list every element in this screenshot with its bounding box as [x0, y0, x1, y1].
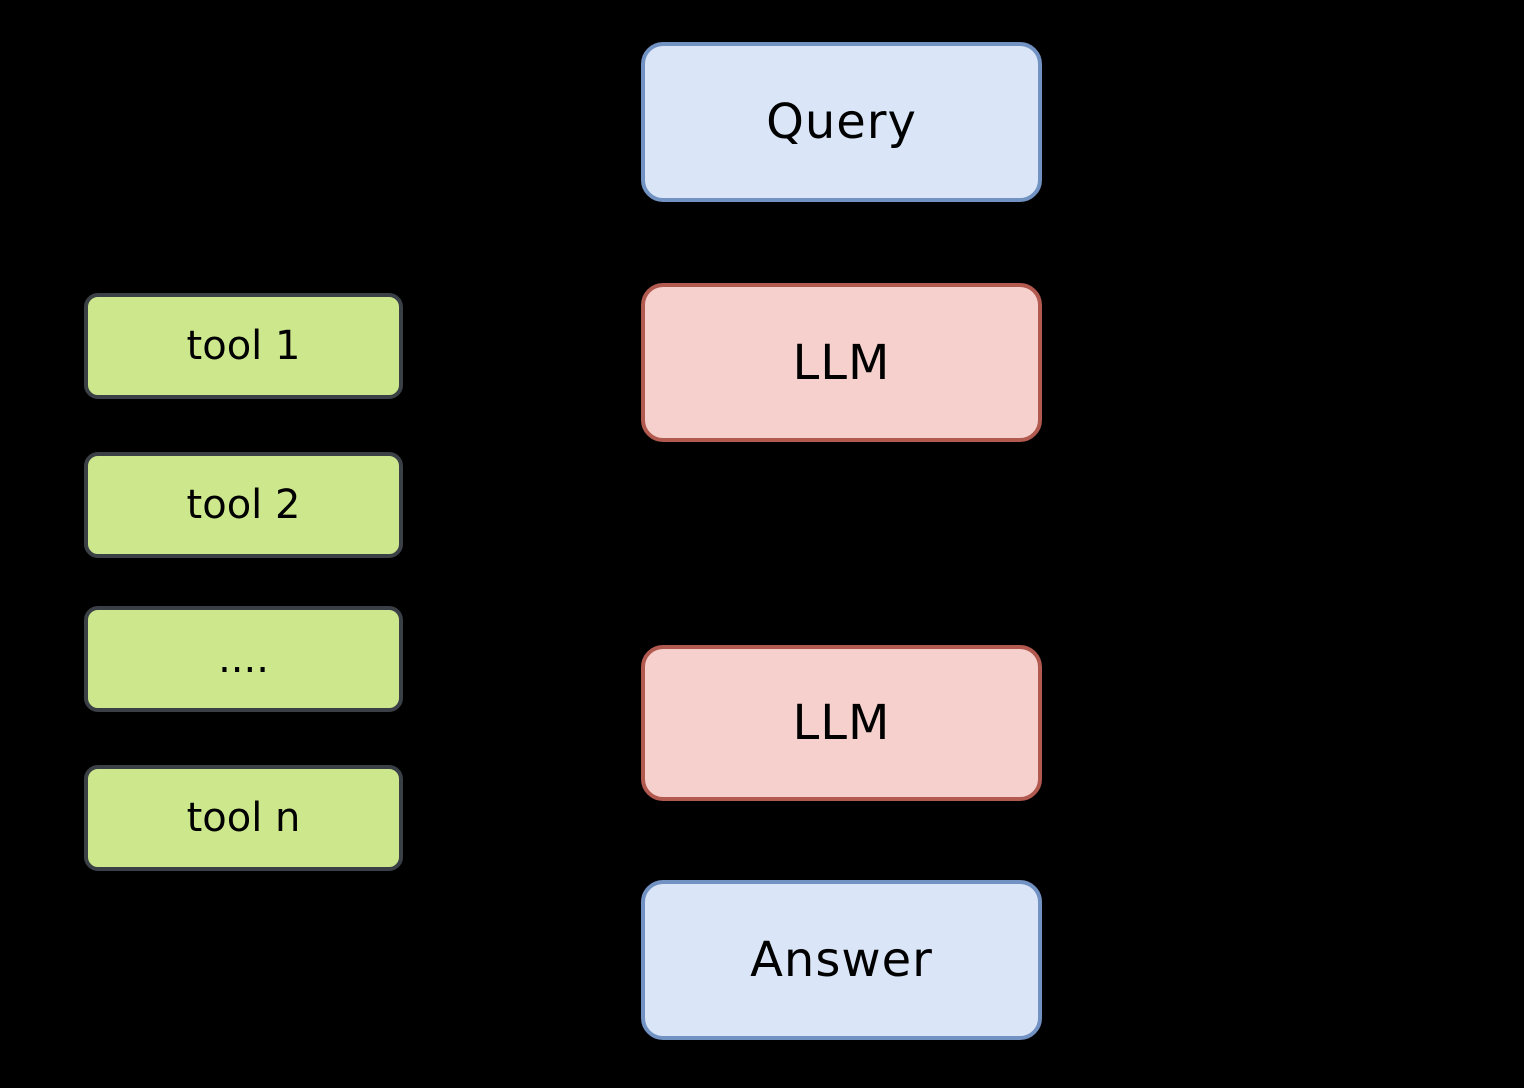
- answer-node: Answer: [641, 880, 1042, 1040]
- tool-ellipsis-node: ....: [84, 606, 403, 712]
- query-label: Query: [766, 94, 917, 150]
- tool-ellipsis-label: ....: [218, 636, 269, 682]
- tool-2-node: tool 2: [84, 452, 403, 558]
- query-node: Query: [641, 42, 1042, 202]
- tool-n-label: tool n: [186, 795, 301, 841]
- llm-top-node: LLM: [641, 283, 1042, 442]
- llm-bottom-node: LLM: [641, 645, 1042, 801]
- tool-2-label: tool 2: [186, 482, 301, 528]
- tool-1-label: tool 1: [186, 323, 301, 369]
- tool-n-node: tool n: [84, 765, 403, 871]
- llm-top-label: LLM: [792, 334, 891, 391]
- llm-bottom-label: LLM: [792, 695, 891, 751]
- tool-1-node: tool 1: [84, 293, 403, 399]
- answer-label: Answer: [750, 932, 933, 988]
